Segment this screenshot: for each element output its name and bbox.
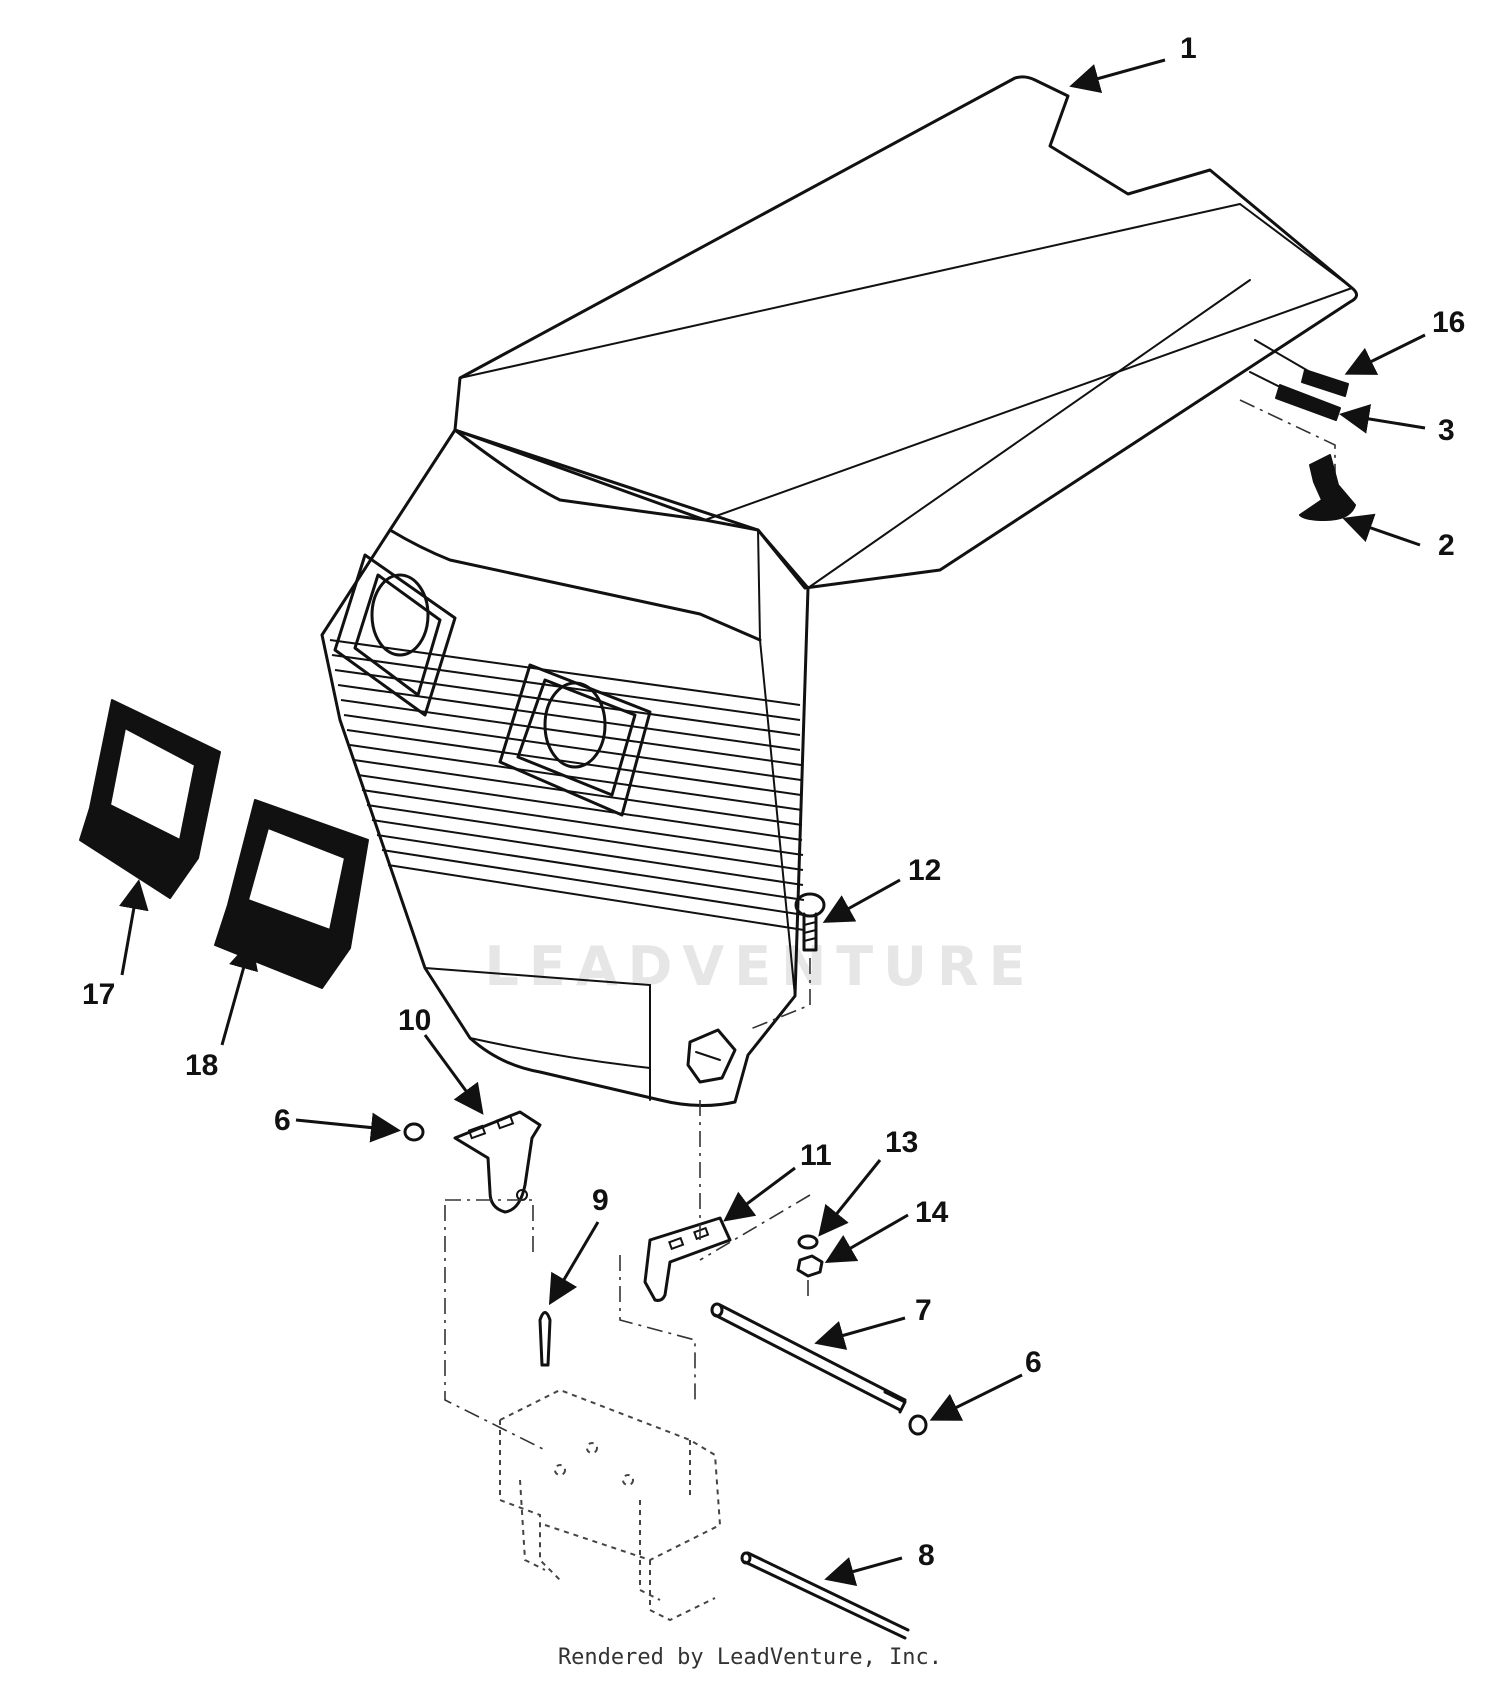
latch-2-part bbox=[1299, 454, 1356, 521]
washer-6-right-part bbox=[908, 1414, 928, 1436]
callout-18: 18 bbox=[185, 1049, 218, 1082]
rod-7-part bbox=[710, 1302, 907, 1414]
callout-9: 9 bbox=[592, 1184, 609, 1217]
callout-11: 11 bbox=[800, 1139, 832, 1172]
callout-10: 10 bbox=[398, 1004, 431, 1037]
lens-17-part bbox=[79, 699, 221, 899]
callout-2: 2 bbox=[1438, 529, 1455, 562]
callout-13: 13 bbox=[885, 1126, 918, 1159]
callout-1: 1 bbox=[1180, 32, 1197, 65]
callout-7: 7 bbox=[915, 1294, 932, 1327]
callout-17: 17 bbox=[82, 978, 115, 1011]
pin-3-part bbox=[1275, 384, 1341, 421]
footer-credit: Rendered by LeadVenture, Inc. bbox=[557, 1645, 943, 1670]
washer-13-part bbox=[797, 1234, 819, 1250]
rod-8-part bbox=[740, 1551, 910, 1640]
callout-16: 16 bbox=[1432, 306, 1465, 339]
washer-6-left-part bbox=[403, 1122, 425, 1142]
bracket-10-part bbox=[453, 1110, 542, 1214]
leader-lines bbox=[119, 58, 1426, 1587]
bracket-11-part bbox=[643, 1216, 732, 1302]
nut-14-part bbox=[796, 1254, 824, 1278]
hood-part bbox=[320, 75, 1358, 1108]
callout-14: 14 bbox=[915, 1196, 949, 1229]
cotter-pin-9-part bbox=[538, 1311, 552, 1367]
watermark-text: LEADVENTURE bbox=[485, 935, 1036, 998]
callout-3: 3 bbox=[1438, 414, 1455, 447]
callout-6-left: 6 bbox=[274, 1104, 291, 1137]
lens-18-part bbox=[214, 799, 369, 989]
frame-reference bbox=[499, 1388, 722, 1622]
rivet-16-part bbox=[1301, 369, 1349, 397]
callout-12: 12 bbox=[908, 854, 941, 887]
callout-8: 8 bbox=[918, 1539, 935, 1572]
callout-6-right: 6 bbox=[1025, 1346, 1042, 1379]
